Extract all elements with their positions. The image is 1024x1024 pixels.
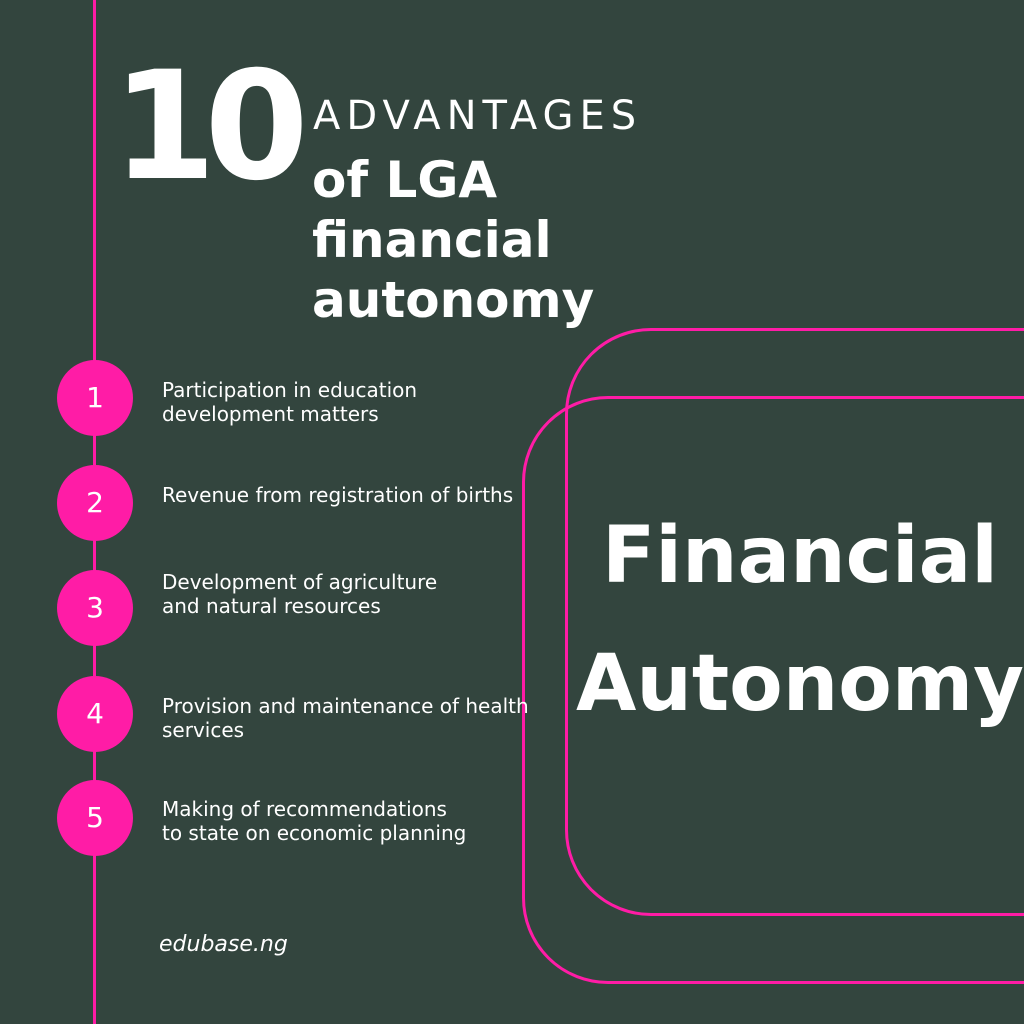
feature-title-line-2: Autonomy xyxy=(575,639,1024,729)
headline-title-line-2: financial xyxy=(312,211,552,269)
headline-subtitle: ADVANTAGES xyxy=(313,93,643,139)
list-item: 5 Making of recommendations to state on … xyxy=(57,780,577,856)
decorative-frame-back xyxy=(565,328,1024,916)
list-item: 4 Provision and maintenance of health se… xyxy=(57,676,577,752)
item-number-badge: 3 xyxy=(57,570,133,646)
item-number-badge: 2 xyxy=(57,465,133,541)
feature-title-line-1: Financial xyxy=(601,511,999,601)
item-text: Revenue from registration of births xyxy=(162,483,514,507)
feature-title: Financial Autonomy xyxy=(560,492,1024,748)
item-number-badge: 1 xyxy=(57,360,133,436)
list-item: 2 Revenue from registration of births xyxy=(57,465,577,541)
item-text: Making of recommendations to state on ec… xyxy=(162,797,467,845)
item-number-badge: 4 xyxy=(57,676,133,752)
list-item: 3 Development of agriculture and natural… xyxy=(57,570,577,646)
item-number-badge: 5 xyxy=(57,780,133,856)
item-text: Participation in education development m… xyxy=(162,378,418,426)
headline-title-line-3: autonomy xyxy=(312,271,595,329)
headline-title-line-1: of LGA xyxy=(312,151,498,209)
decorative-frame-front xyxy=(522,396,1024,984)
headline-number: 10 xyxy=(112,40,309,214)
footer-site-link[interactable]: edubase.ng xyxy=(159,932,288,957)
item-text: Development of agriculture and natural r… xyxy=(162,570,438,618)
item-text: Provision and maintenance of health serv… xyxy=(162,694,529,742)
headline-title: of LGA financial autonomy xyxy=(312,150,594,330)
list-item: 1 Participation in education development… xyxy=(57,360,577,436)
